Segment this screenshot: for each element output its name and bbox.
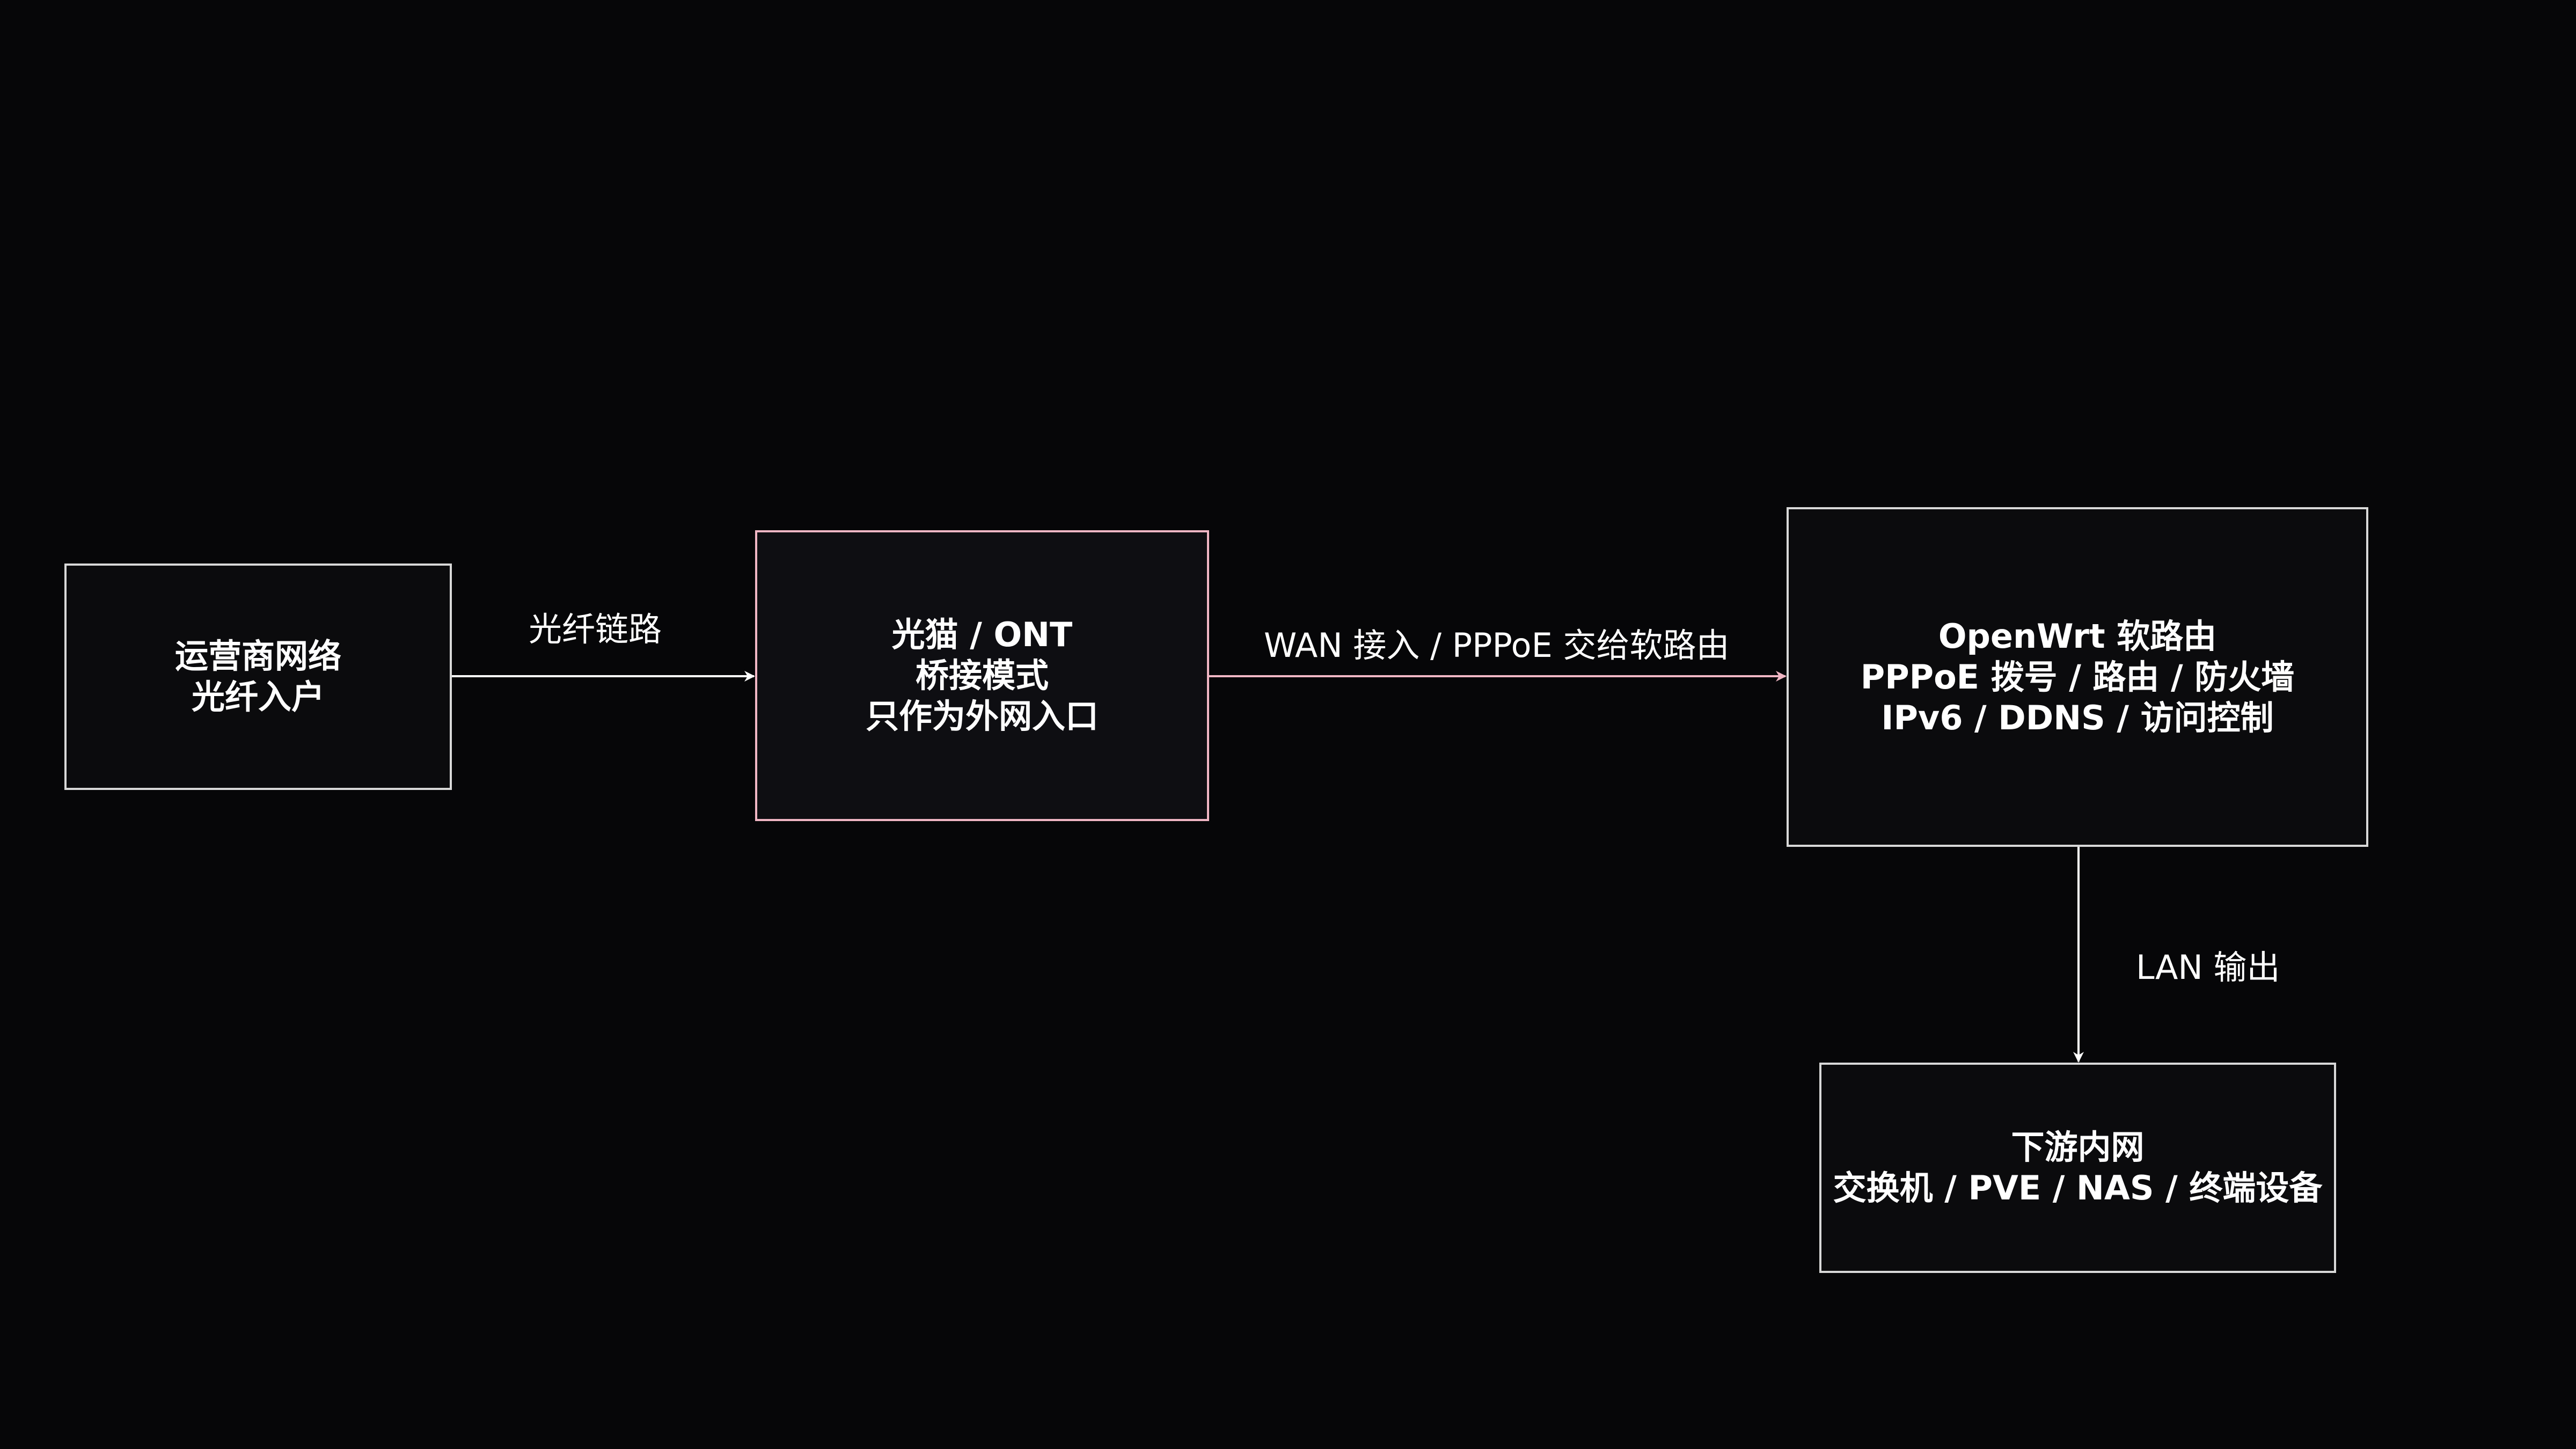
node-openwrt-line-2: PPPoE 拨号 / 路由 / 防火墙 [1860, 657, 2295, 697]
node-openwrt-line-3: IPv6 / DDNS / 访问控制 [1881, 698, 2274, 737]
edge-label-fiber-link: 光纤链路 [529, 610, 662, 649]
node-carrier-network: 运营商网络 光纤入户 [64, 564, 452, 790]
node-lan-line-2: 交换机 / PVE / NAS / 终端设备 [1833, 1168, 2323, 1208]
node-carrier-line-2: 光纤入户 [191, 677, 325, 716]
node-carrier-line-1: 运营商网络 [174, 636, 341, 676]
node-lan-line-1: 下游内网 [2011, 1128, 2145, 1167]
node-openwrt: OpenWrt 软路由 PPPoE 拨号 / 路由 / 防火墙 IPv6 / D… [1787, 507, 2368, 847]
node-openwrt-line-1: OpenWrt 软路由 [1938, 616, 2217, 656]
node-downstream-lan: 下游内网 交换机 / PVE / NAS / 终端设备 [1819, 1063, 2336, 1273]
edge-label-wan-access: WAN 接入 / PPPoE 交给软路由 [1264, 626, 1730, 665]
node-ont-line-3: 只作为外网入口 [865, 697, 1099, 736]
node-ont-line-2: 桥接模式 [915, 656, 1049, 695]
node-ont-line-1: 光猫 / ONT [891, 615, 1073, 654]
node-ont: 光猫 / ONT 桥接模式 只作为外网入口 [755, 530, 1209, 821]
edge-label-lan-output: LAN 输出 [2136, 948, 2280, 987]
